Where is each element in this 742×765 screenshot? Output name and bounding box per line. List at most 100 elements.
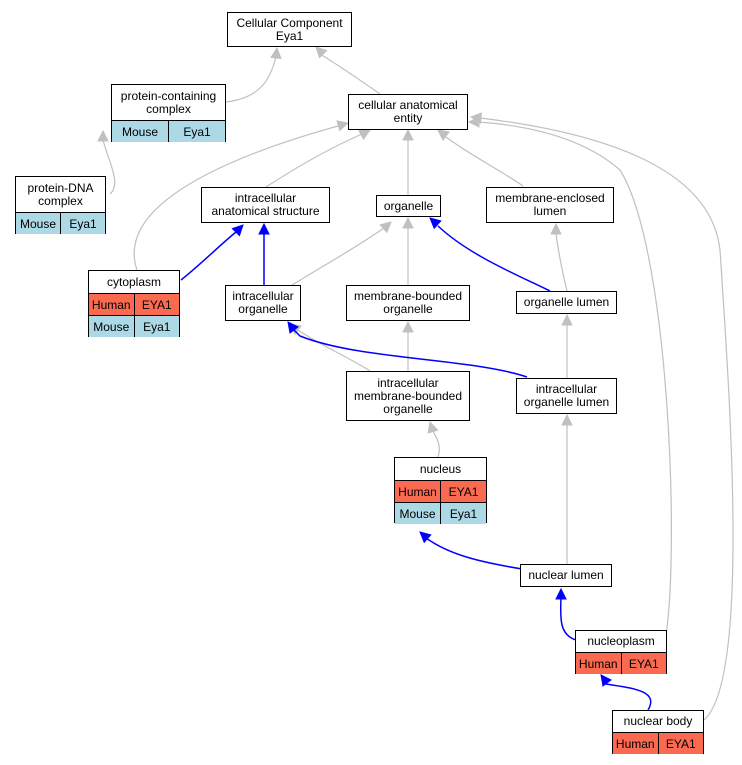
species-row-human: Human EYA1 <box>576 652 666 674</box>
edge-np-cae-line <box>477 121 672 641</box>
edge-io-org <box>291 221 392 286</box>
edge-pcc-root <box>225 46 282 103</box>
gene-cell: Eya1 <box>60 213 105 234</box>
edge-np-nl-line <box>559 597 577 641</box>
node-title: Cellular Component Eya1 <box>236 15 343 43</box>
node-protein-dna-complex[interactable]: protein-DNA complex Mouse Eya1 <box>15 176 106 234</box>
species-cell: Mouse <box>89 316 134 337</box>
node-intracellular-organelle-lumen[interactable]: intracellular organelle lumen <box>516 378 617 414</box>
edge-nuc-imbo-arrowhead <box>427 420 439 434</box>
species-cell: Human <box>395 481 440 502</box>
edge-pdna-pcc-line <box>102 139 116 195</box>
edge-ol-org-arrowhead <box>429 217 442 230</box>
edge-mbo-org <box>402 216 414 285</box>
node-title: cellular anatomical entity <box>358 98 458 125</box>
gene-cell: EYA1 <box>620 653 666 674</box>
edge-ias-cae-line <box>265 133 363 188</box>
edge-nb-cae-arrowhead <box>469 112 483 124</box>
edge-np-nl-arrowhead <box>555 587 567 600</box>
edge-nuc-imbo <box>427 420 440 458</box>
edge-ias-cae-arrowhead <box>358 129 371 141</box>
node-title: nucleus <box>419 461 462 476</box>
species-row-human: Human EYA1 <box>613 732 703 754</box>
species-row-mouse: Mouse Eya1 <box>89 315 179 337</box>
node-membrane-enclosed-lumen[interactable]: membrane-enclosed lumen <box>486 187 614 223</box>
node-title: nucleoplasm <box>587 634 655 648</box>
edge-imbo-io <box>289 323 371 372</box>
node-nuclear-lumen[interactable]: nuclear lumen <box>520 564 612 587</box>
species-row-mouse: Mouse Eya1 <box>395 502 486 524</box>
node-organelle[interactable]: organelle <box>376 195 441 217</box>
edge-nuc-imbo-line <box>432 430 440 458</box>
node-nucleoplasm[interactable]: nucleoplasm Human EYA1 <box>575 630 667 674</box>
edge-ias-cae <box>265 129 371 188</box>
node-cellular-component[interactable]: Cellular Component Eya1 <box>227 12 352 47</box>
edge-np-nl <box>555 587 577 641</box>
edge-pdna-pcc-arrowhead <box>97 129 109 142</box>
node-title: intracellular membrane-bounded organelle <box>353 375 463 416</box>
node-title: cytoplasm <box>106 274 162 289</box>
gene-cell: EYA1 <box>657 733 703 754</box>
node-intracellular-anatomical-structure[interactable]: intracellular anatomical structure <box>201 187 330 223</box>
node-nuclear-body[interactable]: nuclear body Human EYA1 <box>612 710 704 754</box>
edge-ol-mel-arrowhead <box>550 222 562 235</box>
edge-mel-cae-arrowhead <box>437 129 450 141</box>
edge-pdna-pcc <box>97 129 116 195</box>
species-cell: Mouse <box>395 503 440 524</box>
species-cell: Human <box>576 653 621 674</box>
gene-cell: Eya1 <box>168 121 225 142</box>
node-title: organelle <box>383 198 434 213</box>
edge-mbo-org-arrowhead <box>402 216 414 229</box>
node-cellular-anatomical-entity[interactable]: cellular anatomical entity <box>348 94 468 130</box>
edge-ol-org <box>429 217 551 292</box>
edge-pcc-root-arrowhead <box>270 46 282 60</box>
edge-nl-nuc <box>419 531 523 570</box>
edge-cyto-cae-arrowhead <box>336 120 350 132</box>
species-row-mouse: Mouse Eya1 <box>16 212 105 234</box>
edge-nl-iol <box>561 413 573 564</box>
node-title: intracellular organelle lumen <box>523 382 610 409</box>
edge-cyto-ias-arrowhead <box>231 224 244 237</box>
edge-nb-cae <box>469 112 734 721</box>
edge-cyto-cae <box>133 120 350 271</box>
edge-iol-io-arrowhead <box>287 321 299 334</box>
node-organelle-lumen[interactable]: organelle lumen <box>516 291 617 314</box>
edge-io-ias <box>258 222 270 285</box>
edge-nb-np-arrowhead <box>600 674 612 687</box>
edge-pcc-root-line <box>225 56 277 103</box>
edge-imbo-mbo <box>402 320 414 371</box>
node-intracellular-membrane-bounded-organelle[interactable]: intracellular membrane-bounded organelle <box>346 371 470 421</box>
edge-imbo-io-line <box>297 329 371 372</box>
edge-iol-io <box>287 321 528 378</box>
gene-cell: Eya1 <box>133 316 179 337</box>
node-intracellular-organelle[interactable]: intracellular organelle <box>225 285 301 321</box>
node-cytoplasm[interactable]: cytoplasm Human EYA1 Mouse Eya1 <box>88 270 180 337</box>
edge-org-cae <box>402 128 414 195</box>
edge-cae-root <box>315 46 381 95</box>
edge-cae-root-arrowhead <box>315 46 328 59</box>
species-cell: Human <box>89 294 134 315</box>
edge-nl-nuc-line <box>425 537 523 570</box>
node-title: nuclear body <box>623 714 693 728</box>
node-protein-containing-complex[interactable]: protein-containing complex Mouse Eya1 <box>111 84 226 142</box>
edge-io-org-line <box>291 227 385 286</box>
edge-iol-io-line <box>293 329 528 378</box>
edge-io-ias-arrowhead <box>258 222 270 235</box>
edge-ol-mel-line <box>555 232 568 292</box>
edge-mel-cae-line <box>445 136 524 187</box>
node-nucleus[interactable]: nucleus Human EYA1 Mouse Eya1 <box>394 457 487 524</box>
node-title: membrane-bounded organelle <box>353 289 463 316</box>
edge-cyto-ias-line <box>180 231 237 281</box>
species-cell: Mouse <box>112 121 168 142</box>
node-title: organelle lumen <box>523 295 610 309</box>
gene-cell: EYA1 <box>440 481 486 502</box>
edge-nb-np-line <box>605 683 652 711</box>
edge-cae-root-line <box>319 53 381 95</box>
species-cell: Human <box>613 733 658 754</box>
edge-org-cae-arrowhead <box>402 128 414 141</box>
species-row-mouse: Mouse Eya1 <box>112 120 225 142</box>
node-title: intracellular anatomical structure <box>211 191 320 218</box>
node-membrane-bounded-organelle[interactable]: membrane-bounded organelle <box>346 285 470 321</box>
edge-imbo-mbo-arrowhead <box>402 320 414 333</box>
